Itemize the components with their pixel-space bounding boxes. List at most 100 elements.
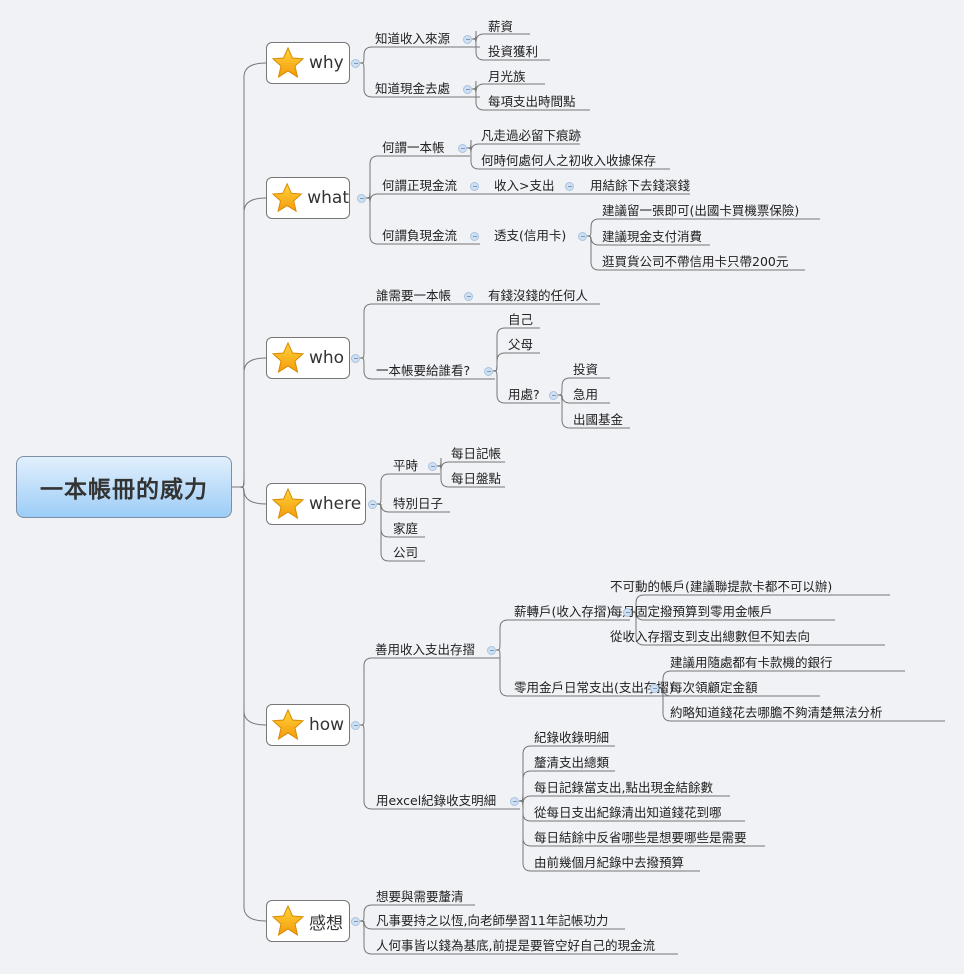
subtopic[interactable]: 平時 [393,458,419,473]
subtopic[interactable]: 每日記帳 [451,446,502,461]
subtopic[interactable]: 每日結餘中反省哪些是想要哪些是需要 [534,830,747,845]
topic-feelings[interactable]: 感想 [266,900,350,942]
collapse-toggle[interactable] [458,144,467,153]
subtopic[interactable]: 從每日支出紀錄清出知道錢花到哪 [534,805,722,820]
subtopic[interactable]: 凡事要持之以恆,向老師學習11年記帳功力 [376,913,609,928]
collapse-toggle[interactable] [470,182,479,191]
subtopic[interactable]: 約略知道錢花去哪膽不夠清楚無法分析 [670,705,883,720]
subtopic[interactable]: 何謂正現金流 [382,178,458,193]
subtopic[interactable]: 用處? [508,387,540,402]
collapse-toggle[interactable] [565,182,574,191]
connector-line [359,724,520,810]
connector-line [359,357,495,380]
subtopic[interactable]: 知道收入來源 [375,31,451,46]
topic-label: 感想 [309,913,343,934]
subtopic[interactable]: 投資 [573,362,599,377]
collapse-toggle[interactable] [623,608,632,617]
collapse-toggle[interactable] [464,292,473,301]
collapse-toggle[interactable] [549,391,558,400]
collapse-toggle[interactable] [484,367,493,376]
subtopic[interactable]: 用結餘下去錢滾錢 [590,178,691,193]
connector-line [436,465,505,488]
subtopic[interactable]: 逛買貨公司不帶信用卡只帶200元 [602,254,789,269]
collapse-toggle[interactable] [487,646,496,655]
collapse-toggle[interactable] [650,684,659,693]
subtopic[interactable]: 有錢沒錢的任何人 [488,288,589,303]
subtopic[interactable]: 想要與需要釐清 [376,889,464,904]
subtopic[interactable]: 出國基金 [573,412,624,427]
collapse-toggle[interactable] [428,462,437,471]
subtopic[interactable]: 用excel紀錄收支明細 [376,793,497,808]
subtopic[interactable]: 每日盤點 [451,471,502,486]
subtopic[interactable]: 誰需要一本帳 [376,288,452,303]
subtopic[interactable]: 建議用隨處都有卡款機的銀行 [670,655,833,670]
collapse-toggle[interactable] [351,354,360,363]
connector-line [359,920,678,955]
subtopic[interactable]: 建議現金支付消費 [602,229,703,244]
connector-line [365,197,480,245]
subtopic[interactable]: 每次領顧定金額 [670,680,758,695]
subtopic[interactable]: 投資獲利 [488,44,539,59]
topic-what[interactable]: what [266,177,350,219]
subtopic[interactable]: 零用金戶日常支出(支出存摺) [514,680,674,695]
star-icon [271,46,305,79]
topic-label: where [309,494,362,514]
collapse-toggle[interactable] [351,917,360,926]
subtopic[interactable]: 收入>支出 [494,178,555,193]
subtopic[interactable]: 每日記錄當支出,點出現金結餘數 [534,780,713,795]
connector-line [359,62,480,98]
subtopic[interactable]: 人何事皆以錢為基底,前提是要管空好自己的現金流 [376,938,655,953]
central-topic[interactable]: 一本帳冊的威力 [16,456,232,518]
connector-line [359,46,480,64]
subtopic[interactable]: 何謂負現金流 [382,228,458,243]
collapse-toggle[interactable] [578,232,587,241]
subtopic[interactable]: 知道現金去處 [375,81,451,96]
topic-why[interactable]: why [266,42,350,84]
connector-line [239,486,267,922]
subtopic[interactable]: 每項支出時間點 [488,94,576,109]
collapse-toggle[interactable] [510,797,519,806]
subtopic[interactable]: 由前幾個月紀錄中去撥預算 [534,855,685,870]
subtopic[interactable]: 公司 [393,545,419,560]
topic-who[interactable]: who [266,337,350,379]
subtopic[interactable]: 釐清支出總類 [534,755,610,770]
subtopic[interactable]: 每月固定撥預算到零用金帳戶 [610,604,773,619]
collapse-toggle[interactable] [470,232,479,241]
collapse-toggle[interactable] [463,35,472,44]
subtopic[interactable]: 何時何處何人之初收入收據保存 [481,153,657,168]
subtopic[interactable]: 紀錄收錄明細 [534,730,610,745]
star-icon [271,708,305,741]
collapse-toggle[interactable] [357,194,366,203]
connector-line [492,370,560,404]
star-icon [271,182,303,213]
subtopic[interactable]: 一本帳要給誰看? [376,363,471,378]
subtopic[interactable]: 父母 [508,337,534,352]
collapse-toggle[interactable] [351,721,360,730]
subtopic[interactable]: 不可動的帳戶(建議聯提款卡都不可以辦) [610,579,833,594]
subtopic[interactable]: 家庭 [393,521,419,536]
topic-how[interactable]: how [266,704,350,746]
connector-line [376,503,425,562]
subtopic[interactable]: 凡走過必留下痕跡 [481,128,582,143]
collapse-toggle[interactable] [351,59,360,68]
connector-line [518,800,700,872]
subtopic[interactable]: 透支(信用卡) [494,228,567,243]
subtopic[interactable]: 月光族 [488,69,526,84]
subtopic[interactable]: 從收入存摺支到支出總數但不知去向 [610,629,811,644]
subtopic[interactable]: 何謂一本帳 [382,140,445,155]
connector-line [466,147,670,170]
subtopic[interactable]: 建議留一張即可(出國卡買機票保險) [602,203,800,218]
connector-line [557,394,630,429]
subtopic[interactable]: 急用 [573,387,599,402]
connector-line [658,670,905,689]
subtopic[interactable]: 善用收入支出存摺 [375,642,476,657]
subtopic[interactable]: 特別日子 [393,496,444,511]
subtopic[interactable]: 薪轉戶(收入存摺) [514,604,612,619]
topic-where[interactable]: where [266,483,366,525]
connector-line [495,649,695,697]
collapse-toggle[interactable] [463,85,472,94]
subtopic[interactable]: 薪資 [488,19,514,34]
collapse-toggle[interactable] [368,500,377,509]
topic-label: who [309,348,345,368]
subtopic[interactable]: 自己 [508,312,534,327]
